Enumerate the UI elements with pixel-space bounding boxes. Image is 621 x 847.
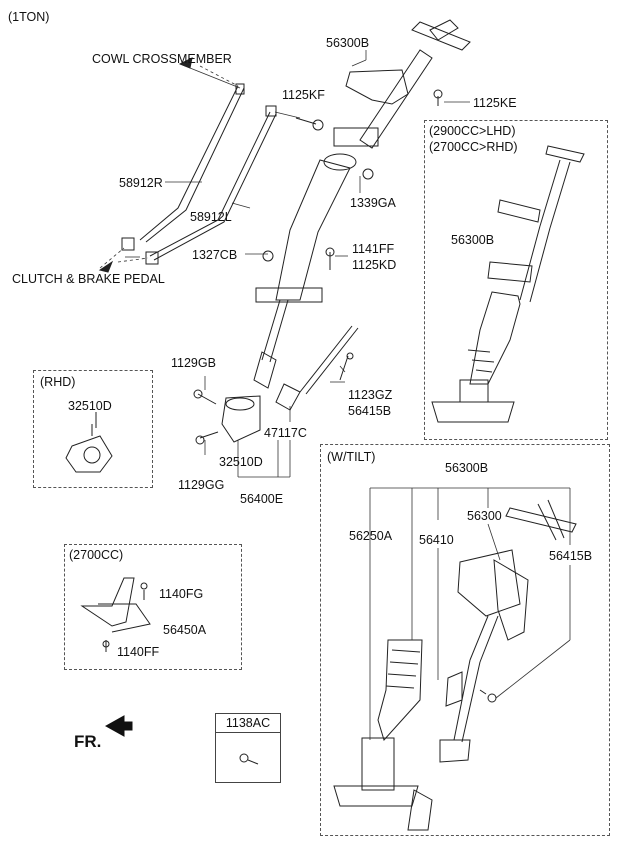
tilt-part-56250A-label: 56250A <box>349 529 393 543</box>
legend-1138AC-box: 1138AC <box>215 713 281 783</box>
tilt-leader-lines <box>369 487 571 740</box>
part-1141FF-label: 1141FF <box>352 242 395 256</box>
rhd-box-title: (RHD) <box>40 375 76 389</box>
part-1140FG-label: 1140FG <box>159 587 204 601</box>
bracket-56450A <box>80 577 151 652</box>
cc2700-box-title: (2700CC) <box>69 548 124 562</box>
cowl-crossmember-label: COWL CROSSMEMBER <box>92 52 232 66</box>
lhd-box-line2: (2700CC>RHD) <box>429 140 518 154</box>
tilt-column <box>333 499 577 831</box>
front-label: FR. <box>74 732 102 751</box>
tilt-part-56410-label: 56410 <box>419 533 454 547</box>
legend-1138AC-label: 1138AC <box>216 714 280 733</box>
tilt-part-56300-label: 56300 <box>467 509 502 523</box>
part-1129GB-label: 1129GB <box>171 356 216 370</box>
tilt-box-title: (W/TILT) <box>327 450 376 464</box>
rhd-box-part-label: 32510D <box>68 399 112 413</box>
bracket-58912 <box>121 83 277 265</box>
lhd-box-part-label: 56300B <box>451 233 495 247</box>
cc2700-variant-box: (2700CC) 1140FG 56450A 1140FF <box>64 544 242 670</box>
bolt-1138AC <box>239 753 259 765</box>
part-1123GZ-label: 1123GZ <box>348 388 393 402</box>
part-58912R-label: 58912R <box>119 176 163 190</box>
part-1129GG-label: 1129GG <box>178 478 225 492</box>
part-1339GA-label: 1339GA <box>350 196 396 210</box>
intermediate-shaft <box>193 325 359 445</box>
rhd-gear-32510D <box>65 412 113 473</box>
part-56300B-label: 56300B <box>326 36 370 50</box>
part-32510D-label: 32510D <box>219 455 263 469</box>
lhd-variant-box: (2900CC>LHD) (2700CC>RHD) 56300B <box>424 120 608 440</box>
lhd-column-56300B <box>431 145 585 423</box>
part-1327CB-label: 1327CB <box>192 248 238 262</box>
part-1140FF-label: 1140FF <box>117 645 160 659</box>
lhd-box-line1: (2900CC>LHD) <box>429 124 516 138</box>
tilt-part-56415B-label: 56415B <box>549 549 593 563</box>
leader-lines <box>125 50 470 478</box>
part-56415B-label: 56415B <box>348 404 392 418</box>
part-58912L-label: 58912L <box>190 210 232 224</box>
clutch-brake-pedal-label: CLUTCH & BRAKE PEDAL <box>12 272 165 286</box>
variant-label: (1TON) <box>8 10 50 24</box>
part-56450A-label: 56450A <box>163 623 207 637</box>
rhd-variant-box: (RHD) 32510D <box>33 370 153 488</box>
part-47117C-label: 47117C <box>264 426 307 440</box>
part-56400E-label: 56400E <box>240 492 284 506</box>
steering-column-main <box>253 19 471 389</box>
part-1125KE-label: 1125KE <box>473 96 517 110</box>
tilt-part-56300B-label: 56300B <box>445 461 489 475</box>
tilt-variant-box: (W/TILT) 56300B 56250A 56410 56300 56415… <box>320 444 610 836</box>
bolt-hardware-main <box>262 89 443 270</box>
front-arrow <box>104 715 133 737</box>
part-1125KD-label: 1125KD <box>352 258 397 272</box>
part-1125KF-label: 1125KF <box>282 88 325 102</box>
